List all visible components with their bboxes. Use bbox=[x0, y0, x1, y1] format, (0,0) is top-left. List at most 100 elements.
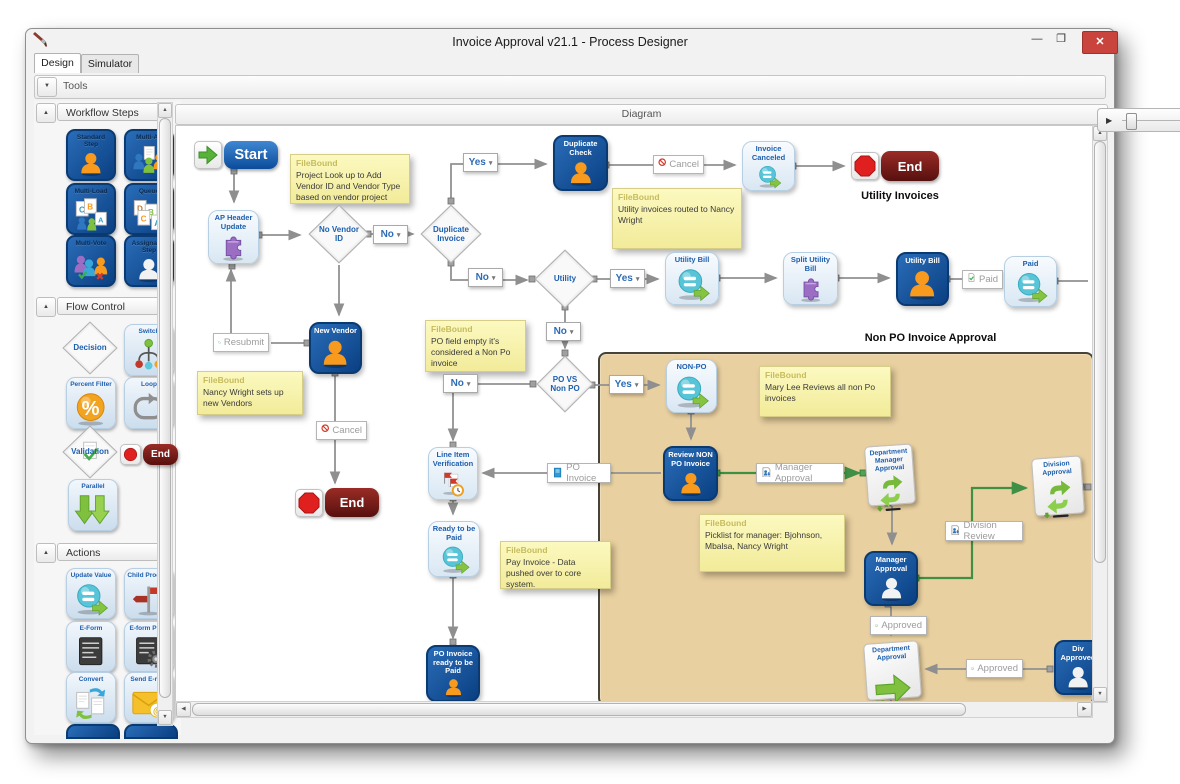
personw-node[interactable]: Div Approved bbox=[1054, 640, 1092, 695]
flow-control-header[interactable]: Flow Control bbox=[57, 297, 169, 315]
tab-design[interactable]: Design bbox=[34, 53, 81, 73]
sidebar-scrollbar-thumb[interactable] bbox=[159, 118, 171, 698]
sidebar-scrollbar[interactable]: ▲ ▼ bbox=[157, 102, 173, 726]
update-value-icon bbox=[67, 579, 115, 618]
workflow-steps-header[interactable]: Workflow Steps bbox=[57, 103, 169, 121]
caret-down-icon: ▾ bbox=[466, 380, 471, 388]
diagram-vscrollbar[interactable]: ▲ ▼ bbox=[1092, 125, 1108, 703]
end-node[interactable]: End bbox=[295, 488, 379, 517]
flow-tag[interactable]: Paid bbox=[962, 270, 1003, 289]
puzzle-node[interactable]: AP Header Update bbox=[208, 210, 259, 264]
zoom-play-icon[interactable]: ▶ bbox=[1106, 115, 1113, 125]
update-node[interactable]: Utility Bill bbox=[665, 252, 719, 305]
app-window: Invoice Approval v21.1 - Process Designe… bbox=[25, 28, 1180, 744]
update-node[interactable]: Ready to be Paid bbox=[428, 521, 480, 577]
choice-label[interactable]: No▾ bbox=[468, 268, 503, 287]
title-bar[interactable]: Invoice Approval v21.1 - Process Designe… bbox=[26, 29, 1118, 54]
actions-header[interactable]: Actions bbox=[57, 543, 169, 561]
workflow-steps-collapse-button[interactable]: ▲ bbox=[36, 103, 56, 123]
palette-item-multi-vote[interactable]: Multi-Vote bbox=[66, 235, 116, 287]
flow-tag[interactable]: Division Review bbox=[945, 520, 1023, 542]
person-node[interactable]: Review NON PO Invoice bbox=[663, 446, 718, 501]
person-node[interactable]: New Vendor bbox=[309, 322, 362, 374]
update-node[interactable]: Paid bbox=[1004, 256, 1057, 307]
tag-text: Cancel bbox=[332, 425, 362, 436]
zoom-slider-thumb[interactable] bbox=[1126, 112, 1138, 130]
flow-tag[interactable]: Manager Approval bbox=[756, 462, 844, 484]
flow-tag[interactable]: Approved bbox=[870, 616, 927, 635]
zoom-control[interactable]: ▶ 75 % bbox=[1097, 108, 1180, 132]
decision-node[interactable]: Utility bbox=[534, 249, 596, 309]
palette-item-parallel[interactable]: Parallel bbox=[68, 479, 118, 531]
flow-tag[interactable]: Cancel bbox=[316, 421, 367, 440]
personw-node[interactable]: Manager Approval bbox=[864, 551, 918, 606]
tag-text: Cancel bbox=[669, 159, 699, 170]
decision-node[interactable]: Duplicate Invoice bbox=[420, 204, 482, 264]
flow-tag[interactable]: Approved bbox=[966, 659, 1023, 678]
tools-collapse-button[interactable]: ▼ bbox=[37, 77, 57, 97]
diagram-hscrollbar[interactable]: ◀ ▶ bbox=[175, 701, 1093, 718]
palette-item-update-value[interactable]: Update Value bbox=[66, 568, 116, 619]
restore-button[interactable]: ❐ bbox=[1056, 33, 1066, 45]
flow-tag[interactable]: Resubmit bbox=[213, 333, 269, 352]
tab-simulator[interactable]: Simulator bbox=[81, 54, 139, 73]
note-body: Pay Invoice - Data pushed over to core s… bbox=[506, 557, 582, 590]
zoom-slider-track[interactable] bbox=[1122, 112, 1180, 130]
choice-label[interactable]: No▾ bbox=[443, 374, 478, 393]
scroll-up-button[interactable]: ▲ bbox=[158, 103, 172, 118]
palette-item-none[interactable]: Decision bbox=[62, 321, 118, 375]
palette-item-partial[interactable] bbox=[124, 724, 178, 739]
choice-label[interactable]: Yes▾ bbox=[463, 153, 498, 172]
diagram-hscrollbar-thumb[interactable] bbox=[192, 703, 966, 716]
svg-text:C: C bbox=[141, 214, 147, 223]
flow-tag[interactable]: Cancel bbox=[653, 155, 704, 174]
scroll-down-button[interactable]: ▼ bbox=[158, 710, 172, 725]
update-node[interactable]: NON-PO bbox=[666, 359, 717, 413]
choice-label[interactable]: No▾ bbox=[373, 225, 408, 244]
flow-tag[interactable]: PO Invoice bbox=[547, 462, 611, 484]
palette-item-end[interactable]: End bbox=[120, 444, 178, 465]
person-node[interactable]: PO Invoice ready to be Paid bbox=[426, 645, 480, 701]
lineitem-node[interactable]: Line Item Verification bbox=[428, 447, 478, 500]
decision-node[interactable]: No Vendor ID bbox=[308, 204, 370, 264]
palette-item-convert[interactable]: Convert bbox=[66, 672, 116, 723]
choice-label[interactable]: Yes▾ bbox=[609, 375, 644, 394]
end-node[interactable]: End bbox=[851, 151, 939, 181]
palette-item-partial[interactable] bbox=[66, 724, 120, 739]
scroll-down-button[interactable]: ▼ bbox=[1093, 687, 1107, 702]
start-node[interactable]: Start bbox=[194, 141, 278, 169]
diagram-vscrollbar-thumb[interactable] bbox=[1094, 141, 1106, 563]
close-button[interactable]: ✕ bbox=[1082, 31, 1118, 54]
actions-collapse-button[interactable]: ▲ bbox=[36, 543, 56, 563]
approval-node[interactable]: Department Manager Approval bbox=[863, 443, 917, 513]
person-node[interactable]: Utility Bill bbox=[896, 252, 949, 306]
palette-item-person-orange[interactable]: Standard Step bbox=[66, 129, 116, 181]
decision-node[interactable]: PO VS Non PO bbox=[536, 355, 594, 413]
choice-label[interactable]: Yes▾ bbox=[610, 269, 645, 288]
approval-node[interactable]: Division Approval bbox=[1031, 455, 1085, 519]
approval-node[interactable]: Department Approval bbox=[863, 640, 922, 701]
tag-doc-blue-icon bbox=[552, 467, 563, 480]
minimize-button[interactable]: — bbox=[1031, 33, 1043, 45]
decision-label: Utility bbox=[553, 274, 577, 284]
update-node[interactable]: Invoice Canceled bbox=[742, 141, 795, 191]
palette-item-label: Update Value bbox=[70, 572, 112, 579]
palette-item-percent[interactable]: Percent Filter% bbox=[66, 377, 116, 429]
palette-item-eform[interactable]: E-Form bbox=[66, 621, 116, 672]
choice-label[interactable]: No▾ bbox=[546, 322, 581, 341]
person-node[interactable]: Duplicate Check bbox=[553, 135, 608, 191]
scroll-right-button[interactable]: ▶ bbox=[1077, 702, 1092, 717]
palette-item-validation-check[interactable]: Validation bbox=[62, 425, 118, 479]
flow-control-collapse-button[interactable]: ▲ bbox=[36, 297, 56, 317]
scroll-left-button[interactable]: ◀ bbox=[176, 702, 191, 717]
puzzle-node[interactable]: Split Utility Bill bbox=[783, 252, 838, 305]
